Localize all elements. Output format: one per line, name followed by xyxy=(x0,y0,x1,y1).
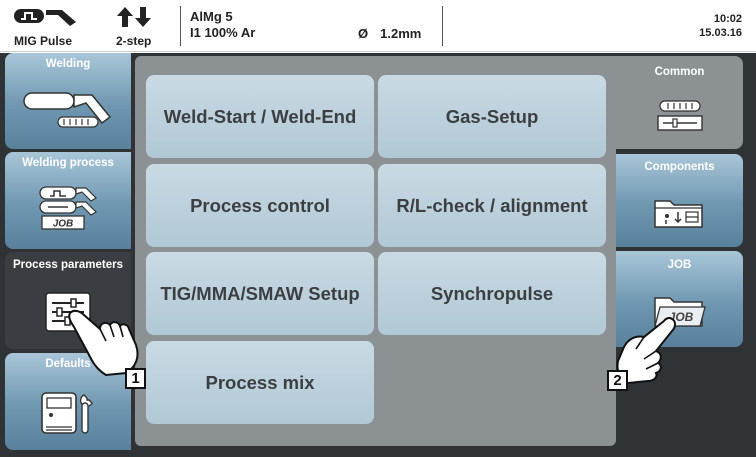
date-label: 15.03.16 xyxy=(699,27,742,39)
nav-tab-label: Common xyxy=(654,66,705,78)
nav-tab-label: JOB xyxy=(667,259,692,271)
hand-pointer-icon xyxy=(616,316,676,385)
job-text: JOB xyxy=(53,219,74,230)
time-label: 10:02 xyxy=(713,13,742,25)
trigger-mode-indicator[interactable]: 2-step xyxy=(110,4,170,50)
tile-rl-check[interactable]: R/L-check / alignment xyxy=(378,164,606,247)
nav-tab-welding-process[interactable]: Welding process JOB xyxy=(5,152,131,249)
content-panel: Weld-Start / Weld-End Gas-Setup Process … xyxy=(135,56,616,446)
nav-tab-label: Defaults xyxy=(45,358,91,370)
process-mode-indicator[interactable]: MIG Pulse xyxy=(10,4,90,50)
hand-pointer-icon xyxy=(68,309,139,377)
callout-2: 2 xyxy=(607,370,628,391)
nav-tab-welding[interactable]: Welding xyxy=(5,53,131,149)
welding-process-icon: JOB xyxy=(39,186,97,230)
status-divider xyxy=(442,6,443,46)
main-frame: Welding Welding process JOB xyxy=(0,53,756,457)
diameter-value: 1.2mm xyxy=(380,26,422,41)
device-wrench-icon xyxy=(41,392,93,434)
trigger-mode-label: 2-step xyxy=(116,34,152,48)
mig-pulse-torch-icon xyxy=(14,9,76,26)
common-sliders-icon xyxy=(656,100,703,131)
nav-tab-label: Components xyxy=(644,161,715,173)
status-divider xyxy=(180,6,181,46)
nav-tab-label: Process parameters xyxy=(13,259,123,271)
wire-diameter: Ø 1.2mm xyxy=(358,26,421,41)
tile-synchropulse[interactable]: Synchropulse xyxy=(378,252,606,335)
callout-1: 1 xyxy=(125,368,146,389)
diameter-symbol: Ø xyxy=(358,26,369,41)
nav-tab-job[interactable]: JOB JOB xyxy=(616,251,743,347)
nav-tab-label: Welding process xyxy=(22,157,114,169)
material-label: AlMg 5 xyxy=(190,9,233,24)
tile-tig-mma-smaw-setup[interactable]: TIG/MMA/SMAW Setup xyxy=(146,252,374,335)
components-folder-icon xyxy=(653,200,703,228)
gas-label: I1 100% Ar xyxy=(190,25,256,40)
tile-weld-start-end[interactable]: Weld-Start / Weld-End xyxy=(146,75,374,158)
nav-tab-common[interactable]: Common xyxy=(616,56,743,149)
status-bar: MIG Pulse 2-step AlMg 5 I1 100% Ar Ø 1.2m… xyxy=(0,0,756,52)
material-info: AlMg 5 I1 100% Ar xyxy=(190,9,255,41)
nav-tab-label: Welding xyxy=(45,58,91,70)
tile-process-mix[interactable]: Process mix xyxy=(146,341,374,424)
tile-process-control[interactable]: Process control xyxy=(146,164,374,247)
tile-gas-setup[interactable]: Gas-Setup xyxy=(378,75,606,158)
process-mode-label: MIG Pulse xyxy=(14,34,73,48)
clock: 10:02 15.03.16 xyxy=(699,12,742,40)
two-step-arrows-icon xyxy=(117,7,151,27)
welding-torch-icon xyxy=(23,92,112,128)
nav-tab-components[interactable]: Components xyxy=(616,154,743,247)
